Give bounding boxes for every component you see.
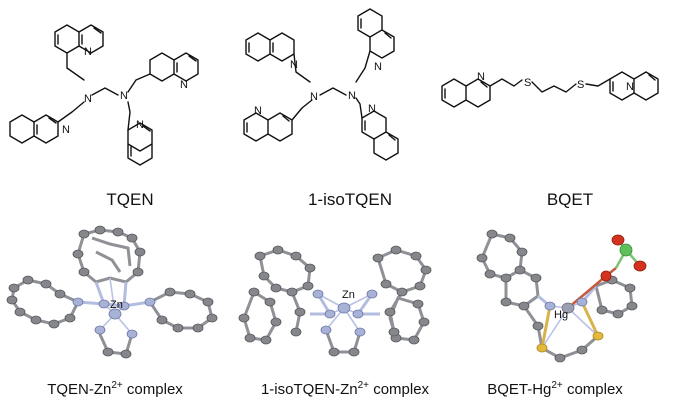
tqen-zn-metal-label: Zn (110, 299, 123, 311)
bqet-hg-metal-label: Hg (554, 309, 568, 321)
bqet-n-left: N (477, 71, 485, 83)
tqen-zn-ortep: Zn (6, 225, 218, 359)
isotqen-amine-n-left: N (310, 91, 318, 103)
tqen-quinoline-n-2: N (180, 79, 188, 91)
tqen-skeletal-formula: N N N N N N (9, 24, 199, 166)
isotqen-skeletal-formula: N N N N N N (243, 8, 399, 161)
isotqen-zn-caption: 1-isoTQEN-Zn2+ complex (260, 380, 430, 398)
isotqen-zn-crystal: Zn 1-isoTQEN-Zn2+ complex (230, 222, 460, 412)
tqen-quinoline-n-4: N (136, 119, 144, 131)
isotqen-structure: N N N N N N 1-isoTQEN (230, 0, 460, 209)
isotqen-ring-n-4: N (368, 103, 376, 115)
isotqen-label: 1-isoTQEN (307, 190, 393, 209)
bqet-hg-ortep: Hg (476, 229, 647, 363)
isotqen-ring-n-2: N (374, 61, 382, 73)
tqen-zn-crystal: Zn TQEN-Zn2+ complex (0, 222, 230, 412)
tqen-zn-atoms (6, 225, 218, 359)
bqet-s-right: S (577, 79, 584, 91)
tqen-label: TQEN (106, 190, 154, 209)
bqet-hg-atoms (476, 229, 647, 363)
tqen-quinoline-n-1: N (84, 46, 92, 58)
isotqen-ring-n-3: N (254, 105, 262, 117)
bqet-n-right: N (626, 81, 634, 93)
isotqen-zn-ortep: Zn (238, 245, 432, 357)
bqet-label: BQET (546, 190, 594, 209)
bqet-hg-caption: BQET-Hg2+ complex (487, 380, 623, 398)
tqen-amine-n-right: N (120, 90, 128, 102)
isotqen-ring-n-1: N (290, 59, 298, 71)
isotqen-zn-metal-label: Zn (342, 289, 355, 301)
isotqen-zn-atoms (238, 245, 432, 357)
bqet-structure: N S S N BQET (430, 0, 680, 209)
bqet-skeletal-formula: N S S N (441, 71, 659, 108)
bqet-s-left: S (524, 77, 531, 89)
tqen-zn-caption: TQEN-Zn2+ complex (47, 380, 183, 398)
bqet-hg-crystal: Hg BQET-Hg2+ complex (450, 222, 680, 412)
tqen-structure: N N N N N N TQEN (0, 0, 230, 209)
isotqen-amine-n-right: N (348, 90, 356, 102)
tqen-amine-n-left: N (84, 93, 92, 105)
tqen-quinoline-n-3: N (62, 124, 70, 136)
